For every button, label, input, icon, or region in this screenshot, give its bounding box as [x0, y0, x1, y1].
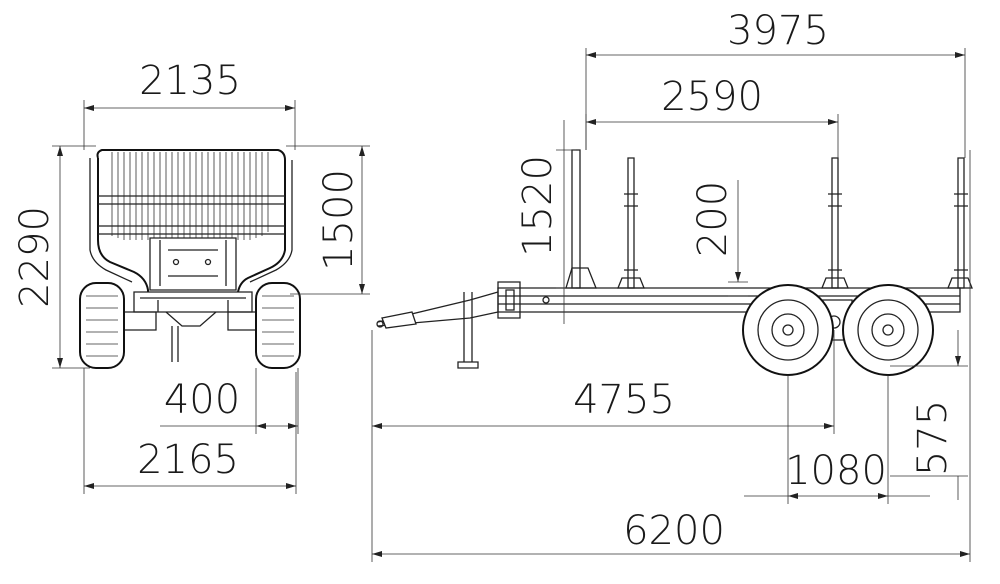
dim-side-bunk-length: 3975 [727, 8, 829, 54]
dim-front-track-offset: 400 [164, 377, 240, 423]
dim-front-top-width: 2135 [139, 58, 241, 104]
dim-side-post-height: 1520 [515, 155, 561, 257]
dim-side-front-to-axle: 2590 [661, 74, 763, 120]
dim-front-total-width: 2165 [137, 437, 239, 483]
side-view [376, 149, 973, 376]
side-dimension-lines [371, 48, 971, 562]
dim-side-axle-spacing: 1080 [785, 448, 887, 494]
dim-front-height: 2290 [12, 206, 58, 308]
dim-side-wheel-height: 575 [910, 400, 956, 476]
dim-side-total-length: 6200 [623, 508, 725, 554]
dim-side-drawbar-to-axle: 4755 [573, 377, 675, 423]
dim-front-bunk-height: 1500 [316, 169, 362, 271]
dim-side-frame-height: 200 [690, 181, 736, 257]
front-dimension-lines [52, 100, 370, 494]
front-view [79, 149, 301, 369]
